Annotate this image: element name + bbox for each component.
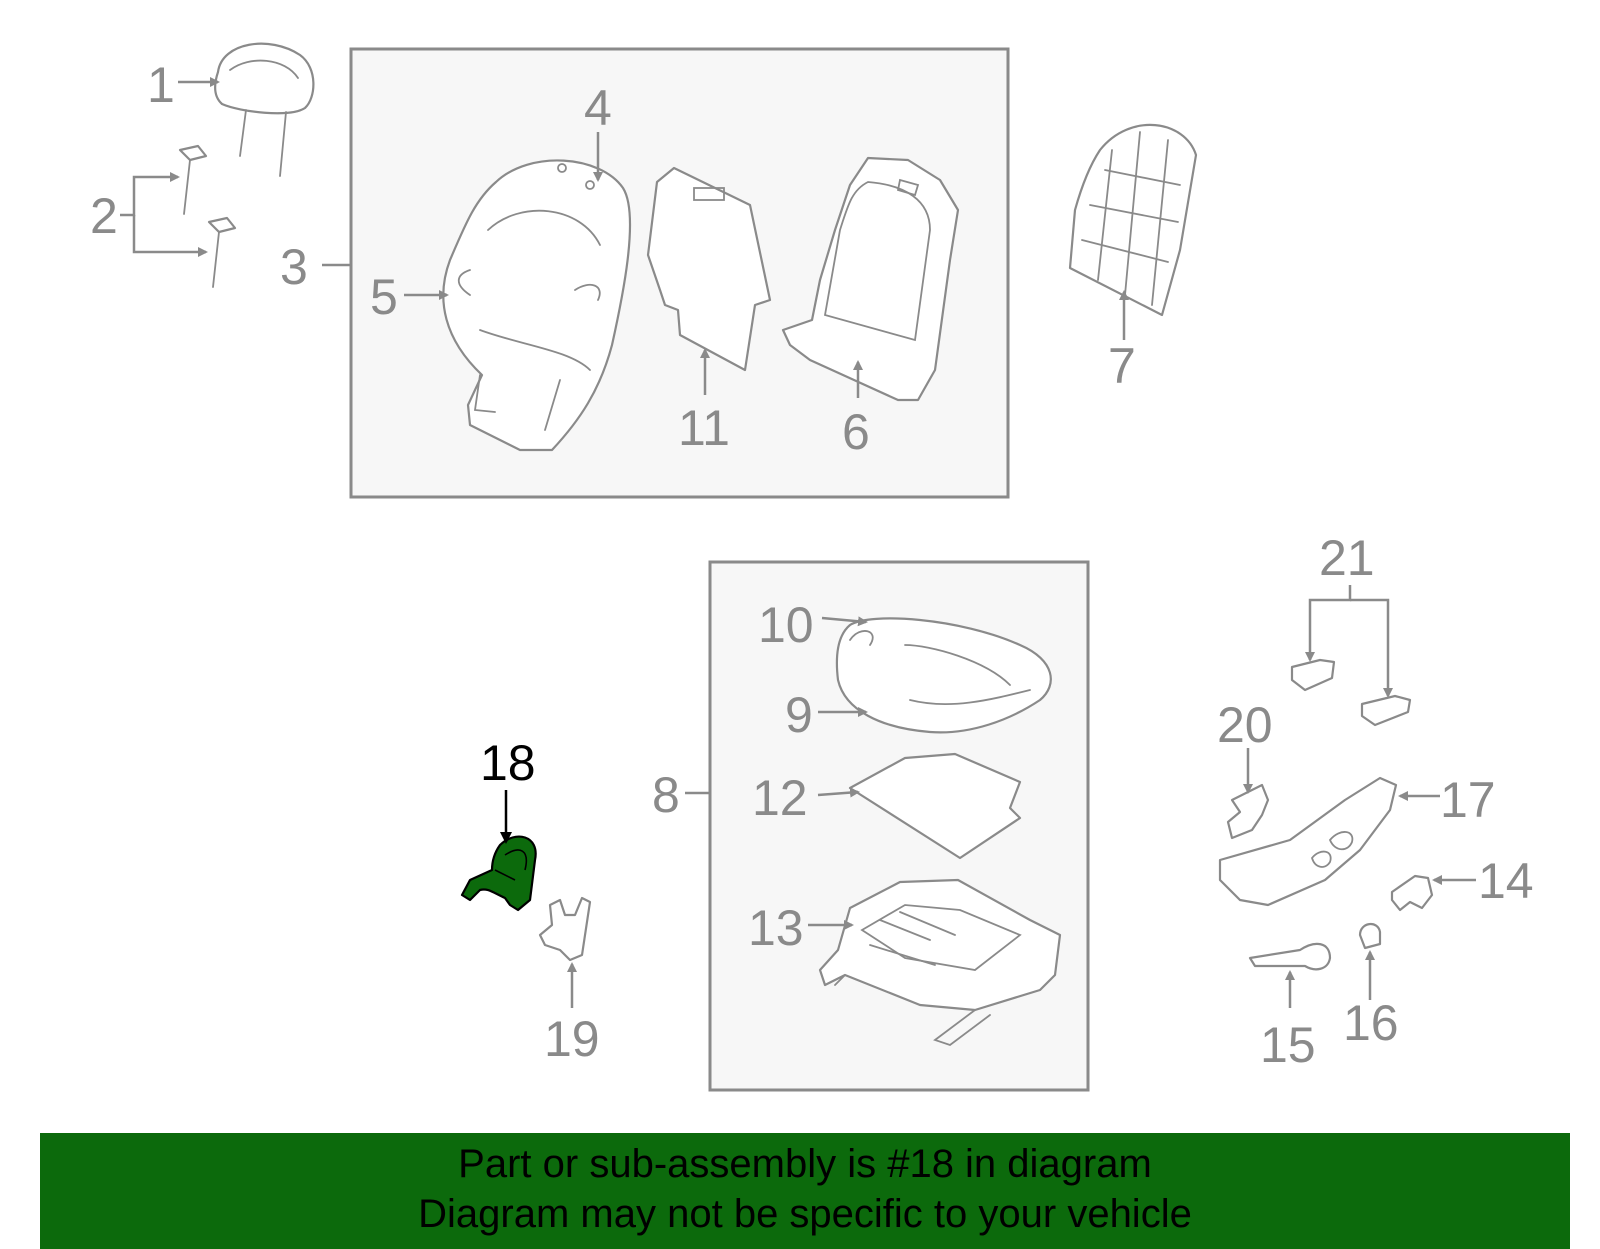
callout-13: 13	[748, 900, 804, 956]
callout-19: 19	[544, 1011, 600, 1067]
callout-15: 15	[1260, 1017, 1316, 1073]
highlighted-side-cover-part[interactable]	[460, 835, 537, 912]
round-knob-part[interactable]	[1358, 923, 1382, 950]
leader-2	[120, 172, 180, 217]
headrest-guide-part[interactable]	[178, 144, 237, 288]
callout-5: 5	[370, 269, 398, 325]
callout-1: 1	[147, 57, 175, 113]
callout-11: 11	[678, 400, 730, 456]
callout-17: 17	[1440, 772, 1496, 828]
cushion-pad-part[interactable]	[848, 752, 1022, 860]
callout-6: 6	[842, 404, 870, 460]
cushion-cover-part[interactable]	[835, 617, 1052, 734]
switch-part[interactable]	[1390, 874, 1434, 912]
banner-line-part-number: Part or sub-assembly is #18 in diagram	[458, 1142, 1152, 1186]
callout-8: 8	[652, 767, 680, 823]
callout-21: 21	[1319, 530, 1375, 586]
leader-21	[1305, 585, 1352, 662]
callout-12: 12	[752, 770, 808, 826]
leader-21b	[1350, 598, 1393, 698]
callout-3: 3	[280, 239, 308, 295]
seat-back-cover-part[interactable]	[442, 159, 632, 452]
info-banner: Part or sub-assembly is #18 in diagram D…	[40, 1133, 1570, 1249]
callout-20: 20	[1217, 697, 1273, 753]
callout-10: 10	[758, 597, 814, 653]
leader-2b	[132, 215, 208, 257]
callout-16: 16	[1343, 995, 1399, 1051]
seat-back-pad-part[interactable]	[646, 166, 772, 372]
callout-2: 2	[90, 188, 118, 244]
seat-back-frame-part[interactable]	[781, 156, 960, 402]
bracket-part[interactable]	[538, 896, 592, 962]
banner-line-disclaimer: Diagram may not be specific to your vehi…	[418, 1192, 1192, 1236]
side-shield-part[interactable]	[1218, 776, 1398, 907]
knob-part[interactable]	[1290, 658, 1412, 727]
back-spring-mat-part[interactable]	[1068, 123, 1198, 317]
leader-12	[817, 787, 860, 798]
headrest-part[interactable]	[214, 42, 315, 177]
callout-7: 7	[1108, 338, 1136, 394]
callout-9: 9	[785, 687, 813, 743]
callout-18: 18	[480, 735, 536, 791]
callout-14: 14	[1478, 853, 1534, 909]
cushion-frame-part[interactable]	[818, 878, 1062, 1047]
clip-part[interactable]	[1226, 783, 1270, 840]
callout-4: 4	[584, 80, 612, 136]
leader-10	[821, 616, 868, 627]
lever-part[interactable]	[1248, 942, 1332, 971]
